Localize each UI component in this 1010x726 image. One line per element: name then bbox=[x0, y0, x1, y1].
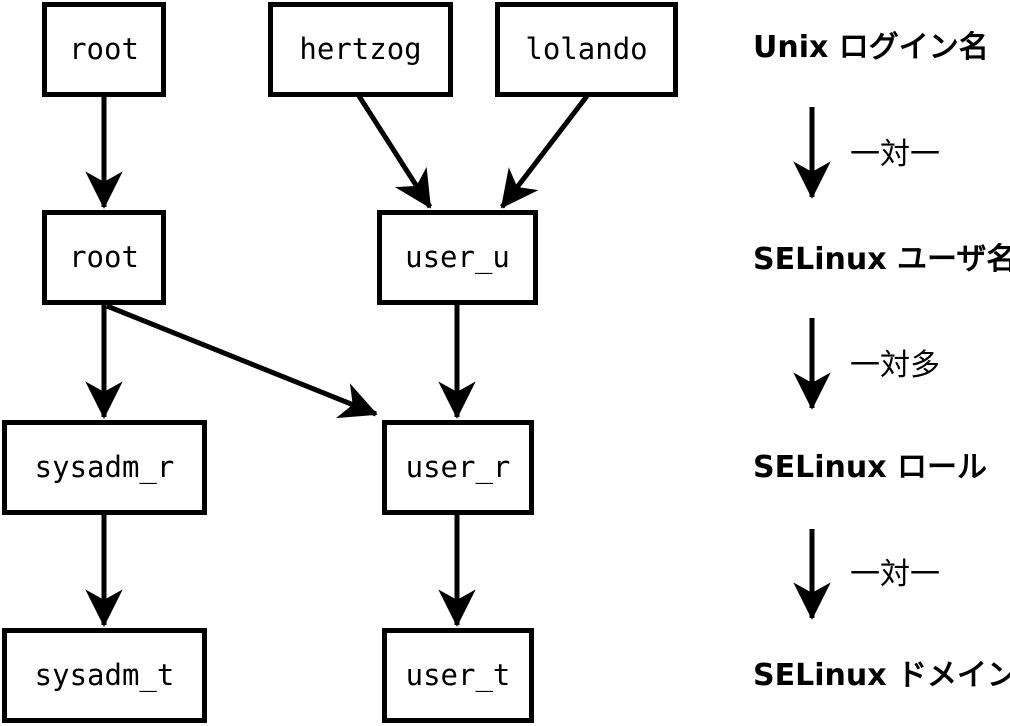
edge-lolando-to-user-u-arrow bbox=[500, 94, 589, 209]
node-unix-hertzog-label: hertzog bbox=[299, 32, 422, 66]
node-selinux-root: root bbox=[42, 210, 166, 305]
node-unix-lolando-label: lolando bbox=[525, 32, 648, 66]
node-role-sysadm-r: sysadm_r bbox=[2, 420, 207, 515]
legend-level-selinux-domain: SELinux ドメイン bbox=[753, 658, 1010, 693]
legend-level-selinux-user: SELinux ユーザ名 bbox=[753, 242, 1010, 277]
node-domain-user-t: user_t bbox=[382, 628, 534, 723]
node-role-user-r-label: user_r bbox=[405, 450, 511, 484]
legend-relation-one-to-many: 一対多 bbox=[850, 348, 940, 383]
edge-hertzog-to-user-u-arrow bbox=[356, 94, 433, 209]
node-domain-sysadm-t-label: sysadm_t bbox=[34, 658, 175, 692]
node-unix-hertzog: hertzog bbox=[268, 2, 453, 97]
node-selinux-user-u: user_u bbox=[377, 210, 538, 305]
node-role-user-r: user_r bbox=[382, 420, 534, 515]
node-unix-root: root bbox=[42, 2, 166, 97]
node-role-sysadm-r-label: sysadm_r bbox=[34, 450, 175, 484]
node-selinux-user-u-label: user_u bbox=[405, 240, 510, 274]
node-unix-root-label: root bbox=[69, 32, 139, 66]
legend-relation-one-to-one-1: 一対一 bbox=[850, 137, 940, 172]
legend-relation-one-to-one-2: 一対一 bbox=[850, 557, 940, 592]
node-unix-lolando: lolando bbox=[495, 2, 678, 97]
legend-level-unix-login: Unix ログイン名 bbox=[753, 30, 989, 65]
node-domain-user-t-label: user_t bbox=[405, 658, 511, 692]
legend-level-selinux-role: SELinux ロール bbox=[753, 450, 988, 485]
edge-selinux-root-to-user-r-arrow bbox=[106, 303, 378, 419]
node-domain-sysadm-t: sysadm_t bbox=[2, 628, 207, 723]
node-selinux-root-label: root bbox=[69, 240, 139, 274]
